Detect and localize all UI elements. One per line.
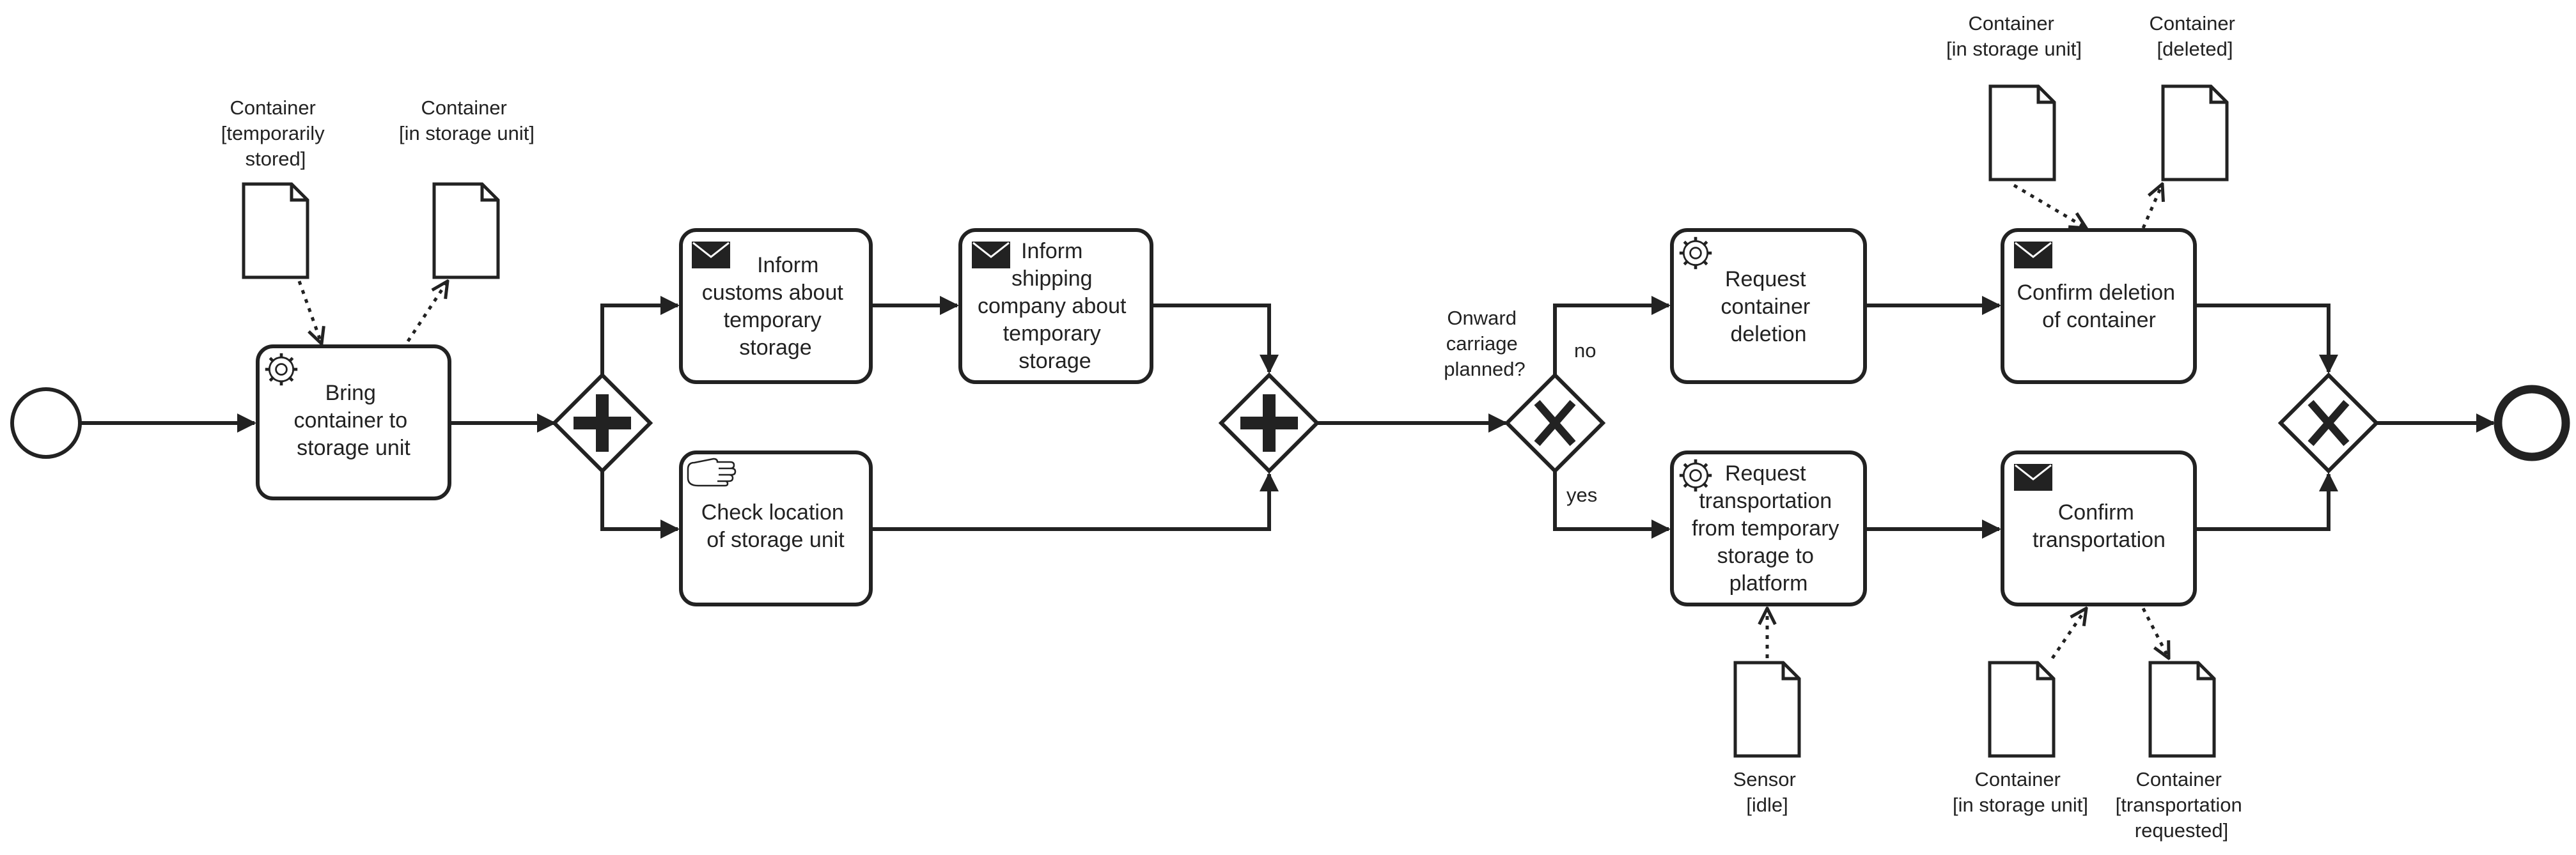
hand-icon	[687, 458, 737, 487]
task-label: Inform customs about temporary storage	[702, 253, 850, 360]
flow-shipping-to-join[interactable]	[1151, 304, 1279, 374]
data-associations	[297, 183, 2169, 659]
data-object-label: Container [in storage unit]	[1946, 12, 2082, 60]
task-inform-shipping[interactable]: Inform shipping company about temporary …	[958, 228, 1153, 384]
task-check-location[interactable]: Check location of storage unit	[679, 451, 873, 606]
data-object-container-in-storage-unit[interactable]: Container [in storage unit]	[399, 96, 535, 277]
data-object-label: Container [transportation requested]	[2116, 768, 2248, 842]
envelope-icon	[972, 242, 1010, 268]
plus-gateway-icon	[574, 394, 631, 452]
data-object-container-transportation-requested[interactable]: Container [transportation requested]	[2116, 663, 2248, 842]
task-bring-container[interactable]: Bring container to storage unit	[256, 344, 451, 500]
task-request-transportation[interactable]: Request transportation from temporary st…	[1670, 451, 1867, 606]
envelope-icon	[2014, 464, 2052, 491]
data-object-label: Sensor [idle]	[1733, 768, 1802, 816]
assoc-confdel-to-d4[interactable]	[2141, 184, 2162, 229]
gear-icon	[265, 353, 297, 385]
data-object-label: Container [in storage unit]	[1953, 768, 2088, 816]
data-object-sensor-idle[interactable]: Sensor [idle]	[1733, 663, 1802, 816]
flow-confdel-to-merge[interactable]	[2195, 304, 2338, 374]
x-gateway-icon	[1534, 400, 1576, 446]
flow-xor-yes[interactable]	[1553, 471, 1671, 539]
exclusive-merge-gateway[interactable]	[2277, 372, 2380, 474]
task-label: Confirm transportation	[2033, 500, 2166, 552]
task-label: Confirm deletion of container	[2017, 281, 2181, 332]
flow-conftrans-to-merge[interactable]	[2195, 472, 2338, 531]
assoc-d1-to-bring[interactable]	[297, 281, 322, 344]
data-object-container-deleted[interactable]: Container [deleted]	[2149, 12, 2240, 180]
assoc-d6-to-conftrans[interactable]	[2050, 608, 2086, 659]
gateway-question-label: Onward carriage planned?	[1444, 307, 1526, 380]
task-label: Request container deletion	[1721, 267, 1816, 346]
sequence-flows	[80, 296, 2495, 539]
flow-label-no: no	[1574, 339, 1596, 362]
data-object-container-temporarily-stored[interactable]: Container [temporarily stored]	[221, 96, 331, 277]
flow-xor-no[interactable]	[1553, 296, 1671, 375]
data-object-container-in-storage-unit-top[interactable]: Container [in storage unit]	[1946, 12, 2082, 180]
task-confirm-deletion[interactable]: Confirm deletion of container	[2001, 228, 2197, 384]
task-request-deletion[interactable]: Request container deletion	[1670, 228, 1867, 384]
start-event[interactable]	[10, 387, 82, 459]
task-label: Inform shipping company about temporary …	[978, 239, 1132, 373]
gear-icon	[1680, 459, 1712, 491]
parallel-split-gateway[interactable]	[551, 372, 653, 474]
data-object-label: Container [deleted]	[2149, 12, 2240, 60]
task-confirm-transportation[interactable]: Confirm transportation	[2001, 451, 2197, 606]
task-inform-customs[interactable]: Inform customs about temporary storage	[679, 228, 873, 384]
data-object-label: Container [in storage unit]	[399, 96, 535, 144]
task-label: Request transportation from temporary st…	[1692, 461, 1845, 596]
envelope-icon	[692, 242, 730, 268]
assoc-d3-to-confdel[interactable]	[2013, 183, 2086, 228]
flow-split-to-customs[interactable]	[600, 296, 680, 375]
flow-split-to-check[interactable]	[600, 471, 680, 539]
data-object-label: Container [temporarily stored]	[221, 96, 331, 170]
end-event[interactable]	[2494, 385, 2570, 461]
assoc-bring-to-d2[interactable]	[406, 281, 448, 343]
data-object-container-in-storage-unit-bottom[interactable]: Container [in storage unit]	[1953, 663, 2088, 816]
flow-check-to-join[interactable]	[871, 472, 1279, 531]
exclusive-split-gateway[interactable]	[1504, 372, 1606, 474]
envelope-icon	[2014, 242, 2052, 268]
flow-label-yes: yes	[1566, 484, 1597, 506]
task-label: Check location of storage unit	[701, 500, 850, 552]
x-gateway-icon	[2307, 400, 2350, 446]
gear-icon	[1680, 237, 1712, 269]
parallel-join-gateway[interactable]	[1218, 372, 1320, 474]
task-label: Bring container to storage unit	[293, 381, 413, 460]
plus-gateway-icon	[1240, 394, 1298, 452]
assoc-conftrans-to-d7[interactable]	[2141, 607, 2169, 658]
